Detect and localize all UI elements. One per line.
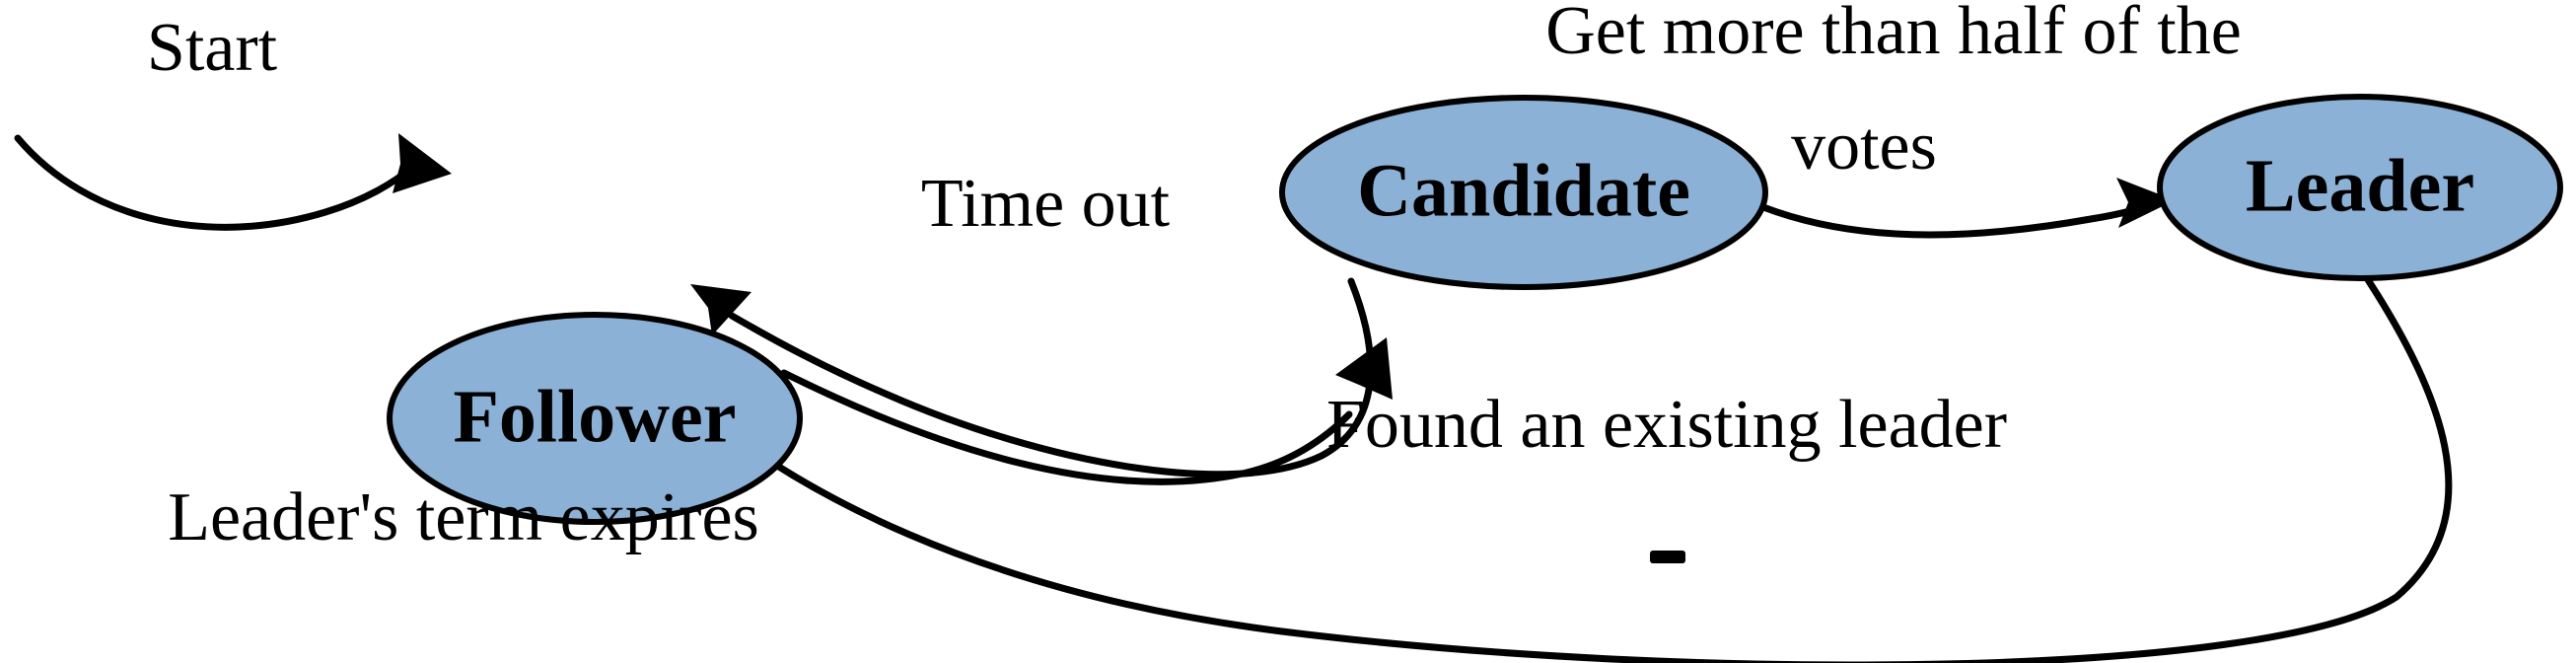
- arrowhead-follower-to-candidate: [1335, 337, 1393, 400]
- node-leader[interactable]: Leader: [2157, 94, 2563, 281]
- edge-label-time-out: Time out: [921, 166, 1171, 242]
- edge-label-start: Start: [147, 10, 278, 86]
- edge-candidate-to-leader-path: [1759, 201, 2154, 239]
- edge-leader-to-follower[interactable]: [588, 274, 2453, 663]
- edge-candidate-to-follower[interactable]: [690, 277, 1375, 479]
- edge-candidate-to-follower-path: [728, 277, 1375, 479]
- node-leader-ellipse: [2157, 94, 2563, 281]
- edge-follower-to-candidate-path: [780, 369, 1353, 485]
- node-candidate[interactable]: Candidate: [1279, 95, 1768, 290]
- edge-start-to-follower[interactable]: [14, 133, 452, 231]
- edge-label-get-majority-line2: votes: [1791, 109, 1937, 184]
- edge-follower-to-candidate[interactable]: [780, 337, 1393, 485]
- node-follower-ellipse: [387, 312, 803, 525]
- node-leader-label: Leader: [2246, 144, 2474, 227]
- edge-start-to-follower-path: [14, 134, 418, 231]
- node-candidate-ellipse: [1279, 95, 1768, 290]
- node-follower-label: Follower: [453, 375, 736, 458]
- edge-candidate-to-leader[interactable]: [1759, 178, 2175, 239]
- node-candidate-label: Candidate: [1357, 149, 1690, 232]
- stray-dash-mark: [1650, 551, 1685, 563]
- arrowhead-candidate-to-leader: [2116, 178, 2175, 228]
- node-follower[interactable]: Follower: [387, 312, 803, 525]
- edge-leader-to-follower-path: [625, 274, 2453, 663]
- edge-label-leader-term-expires: Leader's term expires: [168, 479, 759, 555]
- arrowhead-start-to-follower: [393, 133, 452, 193]
- edge-label-found-existing-leader: Found an existing leader: [1326, 387, 2007, 463]
- arrowhead-candidate-to-follower: [690, 284, 751, 335]
- edge-label-get-majority-line1: Get more than half of the: [1545, 0, 2242, 69]
